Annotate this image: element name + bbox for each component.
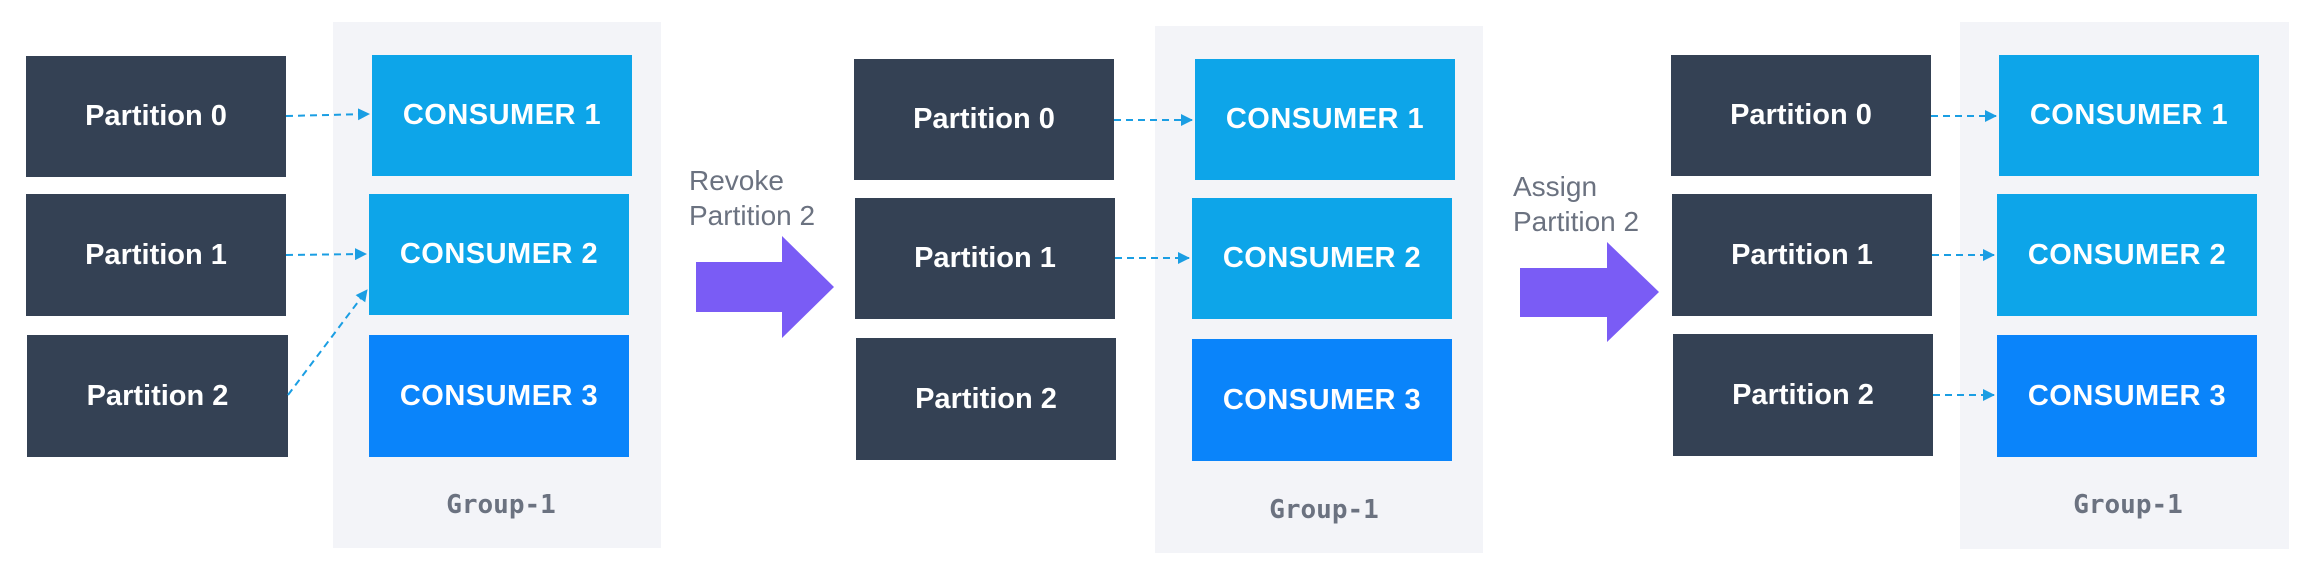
consumer-3-box: CONSUMER 3 — [369, 335, 629, 457]
transition-target: Partition 2 — [1513, 206, 1640, 237]
partition-0-box: Partition 0 — [26, 56, 286, 177]
partition-2-box: Partition 2 — [856, 338, 1116, 460]
consumer-2-box: CONSUMER 2 — [1192, 198, 1452, 319]
partition-1-box: Partition 1 — [26, 194, 286, 316]
transition-action: Assign — [1513, 171, 1598, 202]
consumer-1-box: CONSUMER 1 — [1999, 55, 2259, 176]
assignment-connector — [285, 248, 367, 261]
group-label: Group-1 — [2073, 490, 2183, 520]
partition-1-box: Partition 1 — [855, 198, 1115, 319]
consumer-3-box: CONSUMER 3 — [1997, 335, 2257, 457]
arrow-right-icon — [696, 236, 834, 338]
consumer-2-box: CONSUMER 2 — [369, 194, 629, 315]
transition-target: Partition 2 — [689, 200, 816, 231]
consumer-1-box: CONSUMER 1 — [1195, 59, 1455, 180]
arrow-right-icon — [1520, 242, 1659, 342]
group-label: Group-1 — [1269, 495, 1379, 525]
assignment-connector — [287, 289, 368, 396]
partition-0-box: Partition 0 — [854, 59, 1114, 180]
transition-label: Assign Partition 2 — [1513, 169, 1639, 239]
group-label: Group-1 — [446, 490, 556, 520]
partition-2-box: Partition 2 — [27, 335, 288, 457]
consumer-2-box: CONSUMER 2 — [1997, 194, 2257, 316]
transition-label: Revoke Partition 2 — [689, 163, 815, 233]
assignment-connector — [285, 108, 370, 121]
consumer-3-box: CONSUMER 3 — [1192, 339, 1452, 461]
transition-action: Revoke — [689, 165, 784, 196]
partition-2-box: Partition 2 — [1673, 334, 1933, 456]
partition-0-box: Partition 0 — [1671, 55, 1931, 176]
partition-1-box: Partition 1 — [1672, 194, 1932, 316]
consumer-1-box: CONSUMER 1 — [372, 55, 632, 176]
